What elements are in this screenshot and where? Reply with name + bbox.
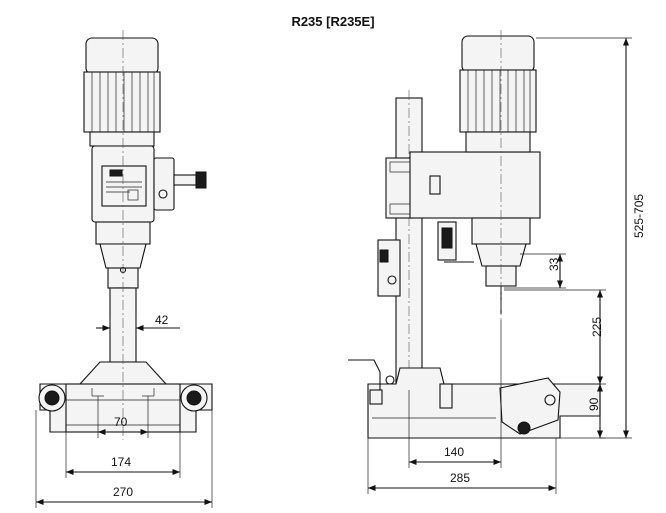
front-left-clamp-knob (44, 390, 60, 406)
front-knob-grip (195, 171, 207, 189)
dim-225-label: 225 (590, 317, 604, 337)
dim-33-label: 33 (547, 257, 561, 271)
dim-525-705-label: 525-705 (632, 194, 646, 238)
front-side-switch-icon (158, 189, 168, 199)
side-motor-top (461, 35, 535, 73)
dim-270: 270 (35, 410, 213, 508)
dim-70: 70 (97, 396, 149, 438)
dim-225: 225 (504, 289, 606, 385)
dim-42: 42 (96, 313, 180, 332)
front-motor-fins (83, 71, 161, 133)
side-vise-clamp (499, 377, 561, 435)
dim-42-label: 42 (155, 313, 169, 327)
dim-90-label: 90 (587, 397, 601, 411)
dim-285: 285 (367, 438, 557, 494)
dim-174-label: 174 (111, 455, 131, 469)
front-logo (109, 169, 123, 177)
dim-525-705: 525-705 (536, 37, 646, 439)
side-motor-flange (465, 131, 531, 153)
side-arm-latch (429, 175, 441, 195)
side-column-clamp (377, 239, 401, 297)
front-plate-symbol (127, 189, 139, 201)
side-motor-fins (459, 69, 537, 133)
dim-140: 140 (408, 320, 502, 468)
front-motor-top (85, 37, 159, 75)
dim-70-label: 70 (114, 415, 128, 429)
drawing-title: R235 [R235E] (291, 14, 375, 29)
dim-270-label: 270 (113, 485, 133, 499)
dim-140-label: 140 (444, 445, 464, 459)
side-clamp-knob (379, 249, 389, 263)
dim-174: 174 (65, 432, 181, 478)
front-motor-flange (89, 131, 155, 147)
front-view: 42 70 174 270 (35, 30, 213, 508)
front-side-knob (173, 174, 197, 186)
side-feed-knob (441, 227, 453, 249)
dim-33: 33 (504, 253, 566, 289)
front-side-block (153, 157, 175, 211)
dim-285-label: 285 (450, 471, 470, 485)
side-handle-bar (348, 359, 381, 400)
front-right-clamp-knob (186, 390, 202, 406)
side-view: 33 225 90 525-705 140 (348, 30, 646, 494)
dim-90: 90 (560, 384, 606, 439)
side-carriage-left (385, 157, 415, 219)
side-base (367, 367, 601, 439)
side-vise-knob (517, 421, 531, 435)
front-nameplate (101, 165, 147, 207)
